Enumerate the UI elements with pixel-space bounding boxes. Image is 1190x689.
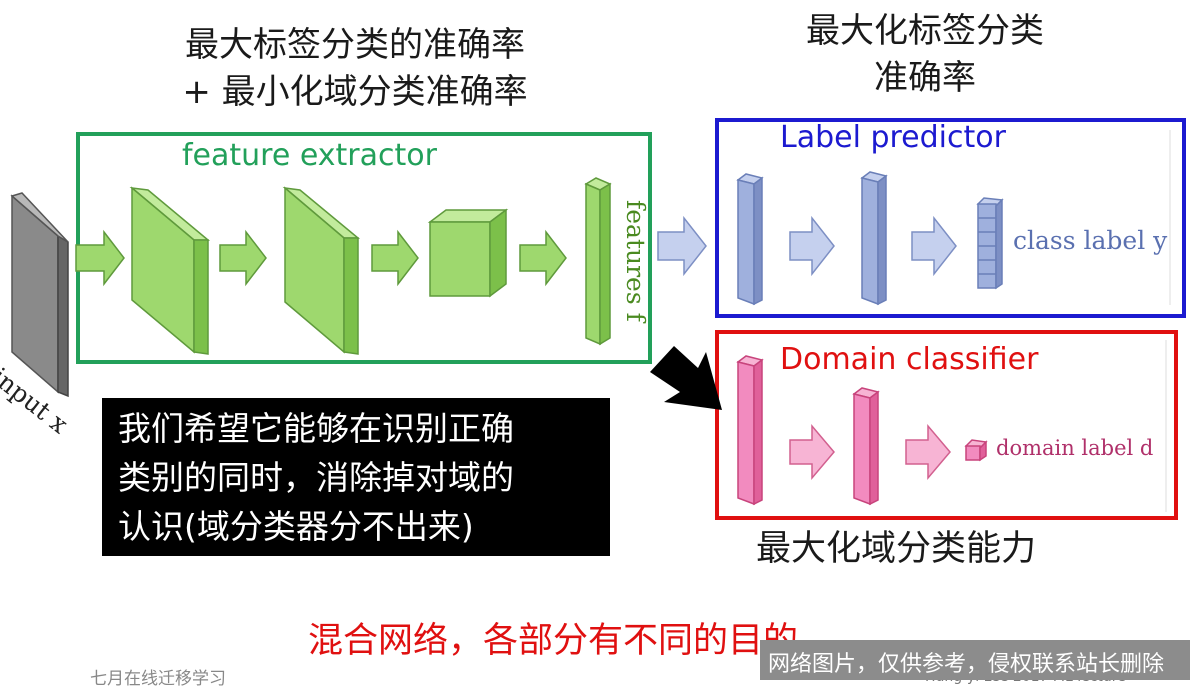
- domain-label-text: domain label d: [996, 436, 1154, 460]
- arrow-to-label: [657, 215, 707, 277]
- input-slab: [10, 192, 69, 398]
- domain-layer-1: [736, 355, 764, 506]
- arrow-4: [519, 229, 567, 287]
- class-label-text: class label y: [1013, 226, 1168, 255]
- watermark-right: 网络图片，仅供参考，侵权联系站长删除: [768, 652, 1165, 677]
- label-title-left: 最大标签分类的准确率 + 最小化域分类准确率: [120, 22, 590, 116]
- title-left-line2: + 最小化域分类准确率: [182, 72, 528, 112]
- callout-text: 我们希望它能够在识别正确 类别的同时，消除掉对域的 认识(域分类器分不出来): [118, 404, 608, 551]
- label-predictor-box: [715, 118, 1186, 318]
- title-right-line1: 最大化标签分类: [806, 11, 1044, 51]
- title-left-line1: 最大标签分类的准确率: [185, 25, 525, 65]
- callout-line3: 认识(域分类器分不出来): [118, 507, 474, 546]
- gradient-arrow: [650, 346, 722, 410]
- class-output-layer: [976, 197, 1004, 290]
- features-layer: [584, 177, 612, 346]
- arrow-2: [219, 229, 267, 287]
- domain-output-node: [964, 439, 988, 462]
- domain-classifier-label: Domain classifier: [780, 342, 1039, 377]
- label-layer-1: [736, 173, 764, 306]
- domain-goal-caption: 最大化域分类能力: [756, 529, 1037, 569]
- label-title-right: 最大化标签分类 准确率: [760, 8, 1090, 102]
- watermark-bar: [760, 640, 1190, 680]
- title-right-line2: 准确率: [874, 58, 976, 98]
- domain-classifier-box: [715, 330, 1178, 520]
- domain-arrows: [789, 423, 951, 481]
- feature-extractor-label: feature extractor: [182, 138, 437, 173]
- features-label-text: features f: [621, 200, 650, 322]
- arrow-1: [75, 229, 125, 287]
- label-layer-2: [860, 171, 888, 306]
- features-label: features f: [612, 200, 652, 350]
- conv-layer-2: [282, 186, 361, 355]
- summary-caption: 混合网络，各部分有不同的目的: [308, 621, 799, 661]
- arrow-3: [371, 229, 419, 287]
- label-predictor-label: Label predictor: [780, 120, 1006, 155]
- callout-line1: 我们希望它能够在识别正确: [118, 409, 514, 448]
- callout-box: [102, 398, 610, 556]
- conv-layer-3: [427, 208, 509, 298]
- domain-layer-2: [852, 387, 880, 506]
- label-arrows: [657, 215, 957, 277]
- callout-line2: 类别的同时，消除掉对域的: [118, 458, 514, 497]
- conv-layer-1: [129, 186, 211, 355]
- feature-arrows: [75, 229, 567, 287]
- watermark-left: 七月在线迁移学习: [90, 669, 226, 689]
